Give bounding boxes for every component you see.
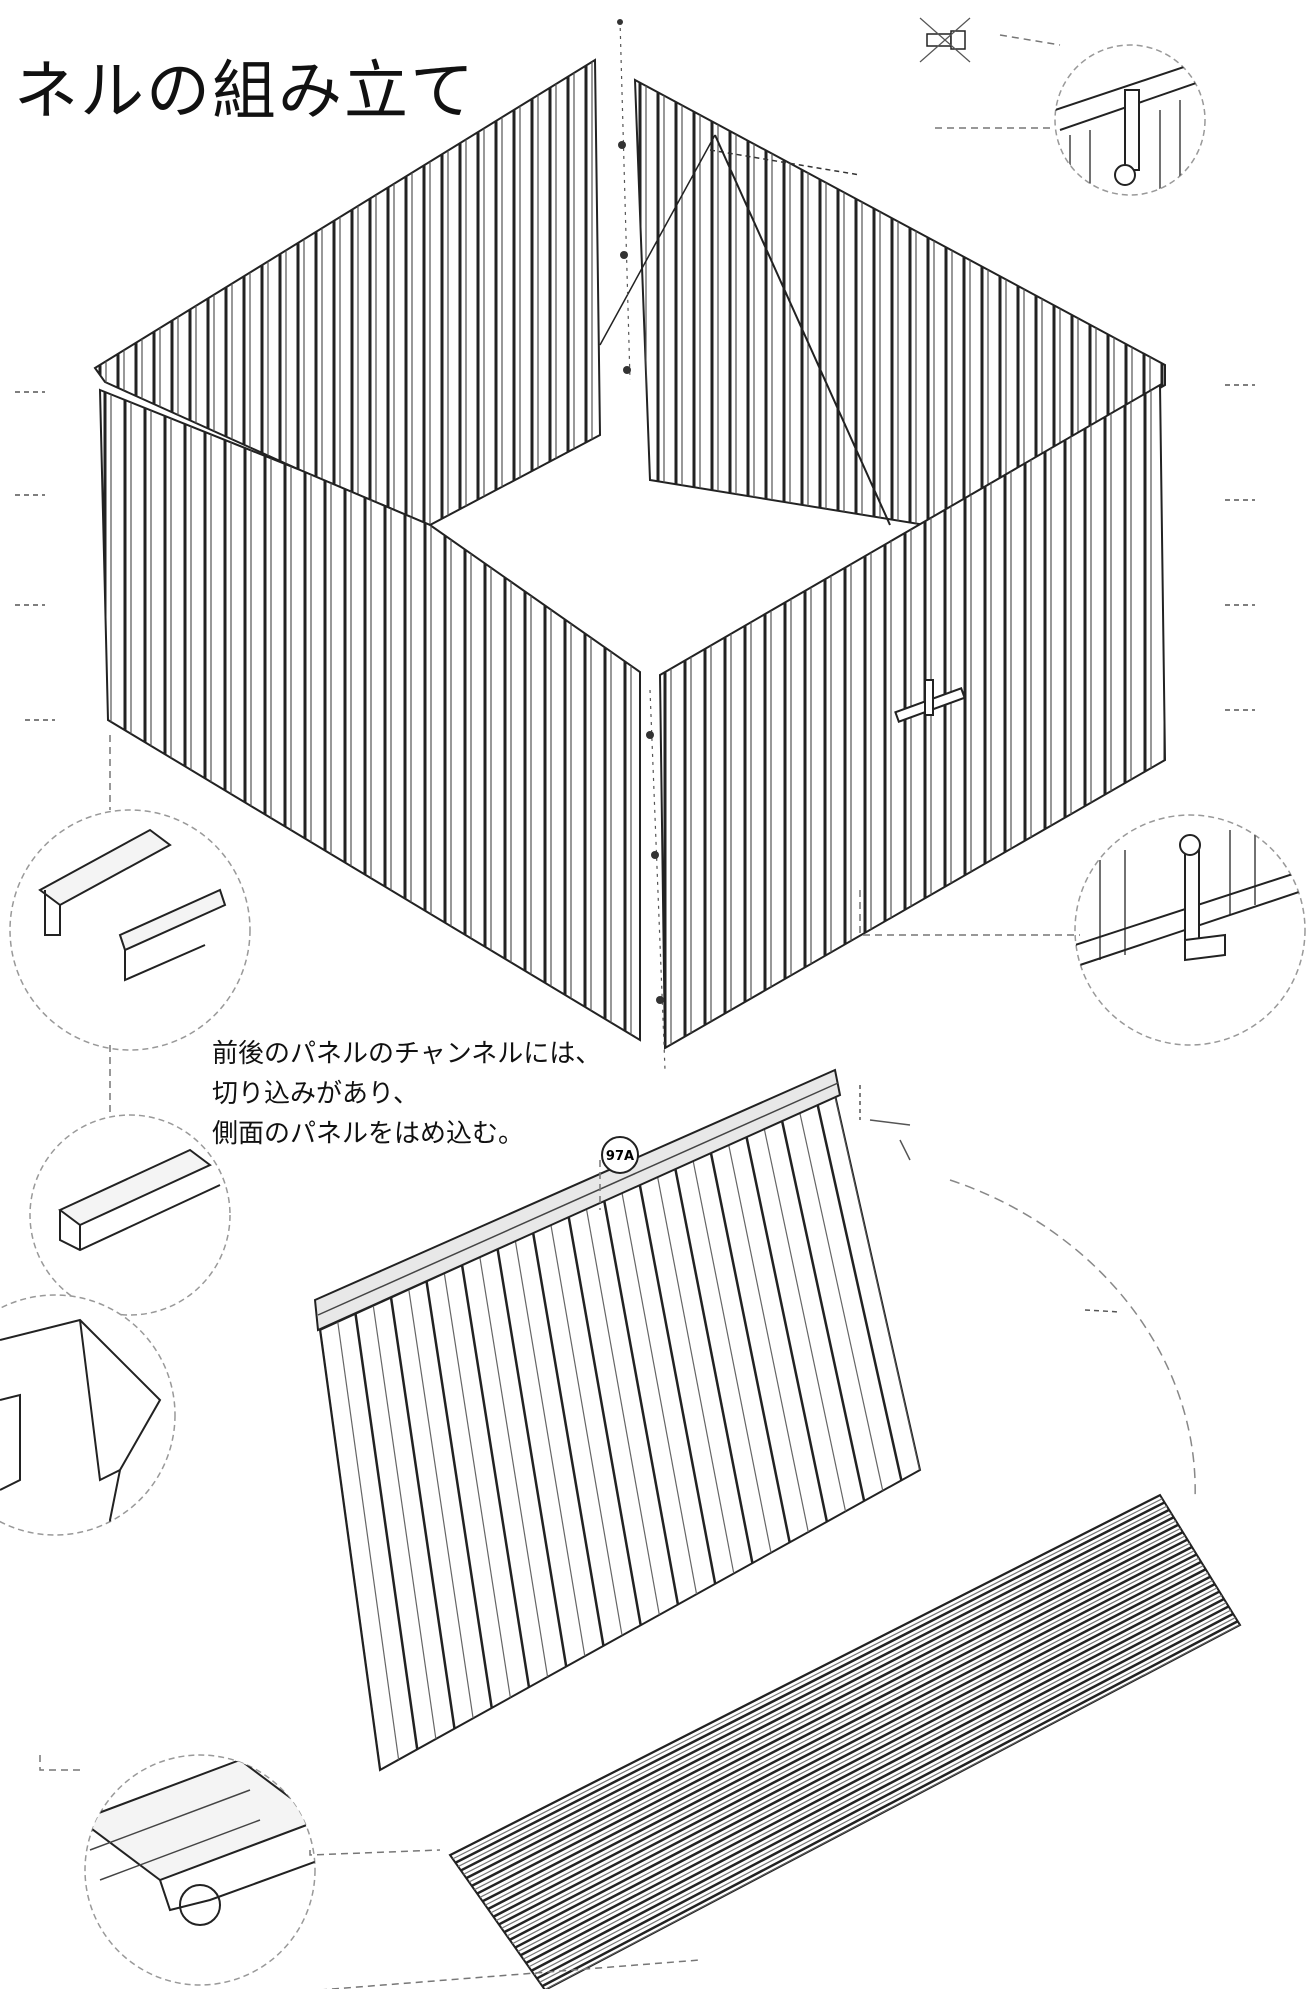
floor-rib bbox=[506, 1572, 1209, 1937]
detail-circle-channel-top bbox=[9, 809, 251, 1051]
door-handle bbox=[894, 679, 966, 723]
roof-rib bbox=[389, 1297, 456, 1729]
roof-rib bbox=[514, 1240, 586, 1657]
note-line-2: 切り込みがあり、 bbox=[212, 1079, 419, 1109]
floor-rib bbox=[465, 1516, 1175, 1880]
roof-rib bbox=[692, 1159, 772, 1553]
roof-rib bbox=[798, 1111, 884, 1491]
roof-rib bbox=[425, 1281, 493, 1709]
roof-rib bbox=[479, 1256, 549, 1677]
roof-rib bbox=[443, 1273, 511, 1698]
roof-rib bbox=[372, 1305, 437, 1740]
floor-rib bbox=[487, 1545, 1193, 1911]
floor-rib bbox=[519, 1590, 1221, 1957]
floor-rib bbox=[503, 1568, 1207, 1934]
floor-rib bbox=[536, 1612, 1234, 1980]
roof-rib bbox=[763, 1127, 847, 1512]
callout-97a: 97A bbox=[601, 1136, 639, 1174]
roof-rib bbox=[727, 1143, 809, 1533]
detail-circle-floor-joint bbox=[84, 1754, 316, 1986]
floor-rib bbox=[539, 1617, 1236, 1983]
floor-rib bbox=[512, 1579, 1213, 1945]
detail-circle-bolt-top bbox=[1054, 44, 1206, 196]
roof-measure-marks bbox=[859, 1085, 911, 1161]
floor-rib bbox=[490, 1550, 1195, 1914]
floor-rib bbox=[482, 1538, 1188, 1903]
floor-rib bbox=[509, 1575, 1211, 1941]
detail-circle-bolt-bottom bbox=[1074, 814, 1306, 1046]
roof-rib bbox=[585, 1208, 660, 1615]
note-line-3: 側面のパネルをはめ込む。 bbox=[212, 1119, 525, 1149]
floor-rib bbox=[485, 1542, 1190, 1906]
assembly-note: 前後のパネルのチャンネルには、 切り込みがあり、 側面のパネルをはめ込む。 bbox=[212, 1034, 601, 1154]
floor-rib bbox=[454, 1501, 1166, 1864]
roof-rib bbox=[816, 1102, 903, 1481]
roof-rib bbox=[496, 1248, 568, 1667]
roof-rib bbox=[460, 1264, 531, 1688]
roof-rib bbox=[638, 1183, 717, 1585]
roof-rib bbox=[408, 1289, 474, 1719]
floor-panel bbox=[448, 1493, 1242, 1989]
floor-rib bbox=[501, 1565, 1204, 1929]
roof-panel bbox=[313, 1068, 922, 1772]
roof-rib bbox=[780, 1119, 866, 1502]
roof-rib bbox=[337, 1321, 400, 1760]
detail-circle-channel-middle bbox=[29, 1114, 231, 1316]
rotation-arc bbox=[949, 1179, 1196, 1501]
floor-rib bbox=[476, 1531, 1184, 1895]
floor-rib bbox=[452, 1498, 1163, 1860]
floor-rib bbox=[541, 1620, 1239, 1988]
roof-rib bbox=[656, 1175, 735, 1574]
door-diagonal-line bbox=[714, 134, 891, 526]
roof-rib bbox=[709, 1151, 791, 1543]
leader-lines bbox=[39, 34, 1080, 1989]
center-screw-line bbox=[617, 19, 666, 1071]
roof-rib bbox=[354, 1313, 419, 1750]
floor-rib bbox=[498, 1560, 1202, 1926]
detail-circle-roof-lip bbox=[0, 1294, 176, 1536]
floor-rib bbox=[479, 1535, 1186, 1898]
screw-icon bbox=[617, 19, 664, 1004]
roof-rib bbox=[621, 1192, 698, 1595]
side-ticks bbox=[15, 384, 1255, 721]
floor-rib bbox=[468, 1520, 1177, 1883]
roof-rib bbox=[550, 1224, 623, 1636]
floor-rib bbox=[528, 1602, 1227, 1968]
floor-rib bbox=[460, 1508, 1170, 1872]
floor-rib bbox=[514, 1583, 1216, 1949]
roof-rib bbox=[673, 1167, 754, 1564]
roof-rib bbox=[602, 1200, 680, 1605]
floor-rib bbox=[474, 1527, 1181, 1891]
callout-97a-label: 97A bbox=[606, 1149, 634, 1164]
floor-rib bbox=[495, 1557, 1200, 1922]
floor-rib bbox=[530, 1605, 1230, 1972]
floor-rib bbox=[492, 1553, 1198, 1918]
note-line-1: 前後のパネルのチャンネルには、 bbox=[212, 1039, 602, 1069]
floor-rib bbox=[457, 1505, 1168, 1868]
floor-rib bbox=[525, 1597, 1225, 1965]
floor-rib bbox=[471, 1523, 1179, 1887]
roof-rib bbox=[531, 1232, 605, 1647]
floor-rib bbox=[463, 1513, 1172, 1875]
roof-rib bbox=[744, 1135, 829, 1522]
page-title: ネルの組み立て bbox=[14, 55, 476, 129]
floor-rib bbox=[523, 1594, 1222, 1960]
roof-rib bbox=[567, 1216, 642, 1626]
floor-rib bbox=[533, 1609, 1232, 1976]
no-rotate-icon bbox=[919, 17, 971, 63]
floor-rib bbox=[517, 1587, 1218, 1952]
